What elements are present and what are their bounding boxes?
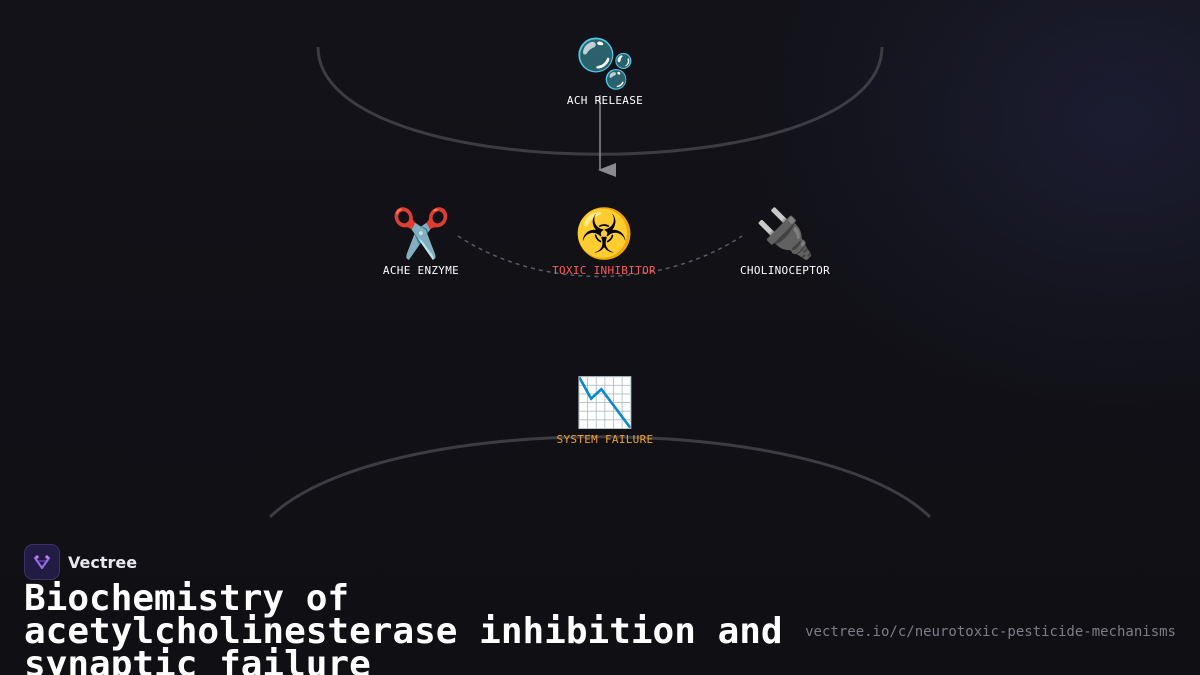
node-ach-release: 🫧 ACH RELEASE — [567, 36, 643, 107]
node-label: ACHE ENZYME — [382, 264, 460, 277]
scissors-icon: ✂️ — [391, 206, 451, 262]
node-system-failure: 📉 SYSTEM FAILURE — [557, 375, 654, 446]
node-toxic-inhibitor: ☣️ TOXIC INHIBITOR — [552, 206, 656, 277]
node-ache-enzyme: ✂️ ACHE ENZYME — [383, 206, 459, 277]
biohazard-icon: ☣️ — [574, 206, 634, 262]
vectree-logo-icon — [24, 544, 60, 580]
page-title: Biochemistry of acetylcholinesterase inh… — [24, 578, 783, 675]
chart-decreasing-icon: 📉 — [575, 375, 635, 431]
postsynaptic-membrane — [268, 435, 932, 519]
node-label: TOXIC INHIBITOR — [552, 264, 656, 277]
bubbles-icon: 🫧 — [575, 36, 635, 92]
brand-name: Vectree — [68, 552, 138, 572]
source-url[interactable]: vectree.io/c/neurotoxic-pesticide-mechan… — [805, 624, 1176, 640]
node-label: SYSTEM FAILURE — [556, 433, 654, 446]
node-label: ACH RELEASE — [566, 94, 644, 107]
node-label: CHOLINOCEPTOR — [740, 264, 830, 277]
node-cholinoceptor: 🔌 CHOLINOCEPTOR — [740, 206, 830, 277]
plug-icon: 🔌 — [755, 206, 815, 262]
brand[interactable]: Vectree — [24, 544, 137, 580]
